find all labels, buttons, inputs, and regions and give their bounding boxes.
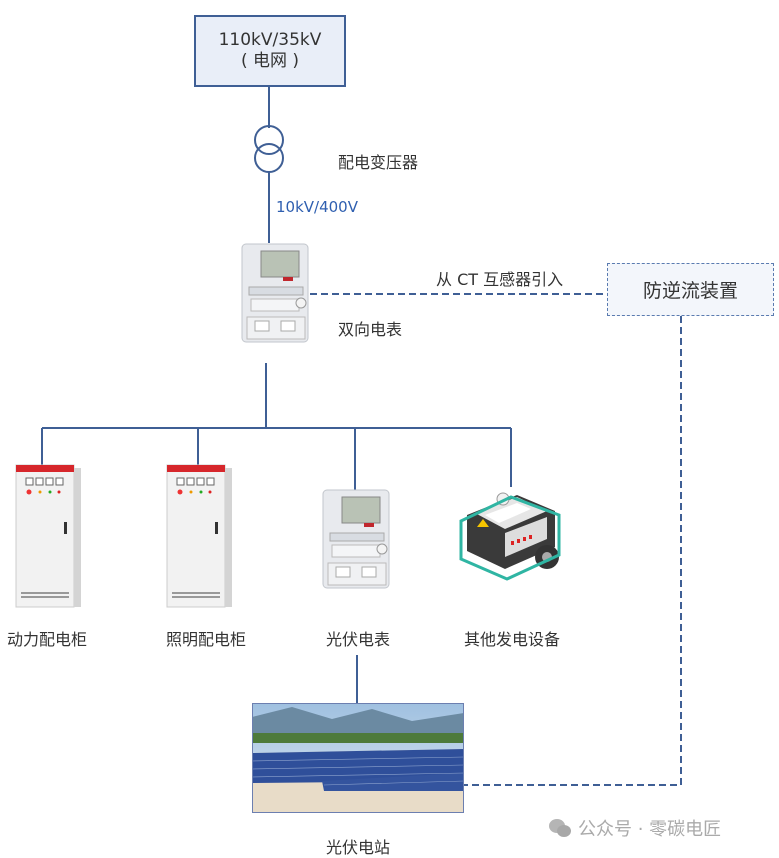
pv-station-image bbox=[252, 703, 464, 813]
generator-label: 其他发电设备 bbox=[464, 630, 561, 649]
bidirectional-meter-label: 双向电表 bbox=[338, 320, 403, 339]
anti-backflow-device-box[interactable]: 防逆流装置 bbox=[607, 263, 774, 316]
wechat-icon bbox=[549, 819, 571, 837]
pv-meter-label: 光伏电表 bbox=[326, 630, 391, 649]
grid-name-label: ( 电网 ) bbox=[240, 51, 300, 71]
anti-backflow-dashed-link bbox=[463, 316, 682, 786]
anti-backflow-label: 防逆流装置 bbox=[642, 280, 738, 302]
watermark: 公众号 · 零碳电匠 bbox=[548, 815, 721, 841]
generator-icon bbox=[459, 492, 561, 581]
ct-link-label: 从 CT 互感器引入 bbox=[436, 270, 564, 289]
lighting-cabinet-label: 照明配电柜 bbox=[166, 630, 247, 649]
transformer-coil-upper bbox=[254, 125, 284, 155]
transformer-coil-lower bbox=[254, 143, 284, 173]
pv-station-label: 光伏电站 bbox=[326, 838, 391, 857]
grid-source-box: 110kV/35kV ( 电网 ) bbox=[194, 15, 346, 87]
power-cabinet-icon bbox=[15, 464, 81, 608]
bidirectional-meter-icon bbox=[241, 243, 309, 343]
lighting-cabinet-icon bbox=[166, 464, 232, 608]
transformer-label: 配电变压器 bbox=[338, 153, 419, 172]
power-cabinet-label: 动力配电柜 bbox=[7, 630, 88, 649]
watermark-text: 公众号 · 零碳电匠 bbox=[578, 819, 722, 840]
grid-voltage-label: 110kV/35kV bbox=[218, 30, 322, 50]
transformer-ratio-label: 10kV/400V bbox=[276, 198, 358, 216]
pv-meter-icon bbox=[322, 489, 390, 589]
